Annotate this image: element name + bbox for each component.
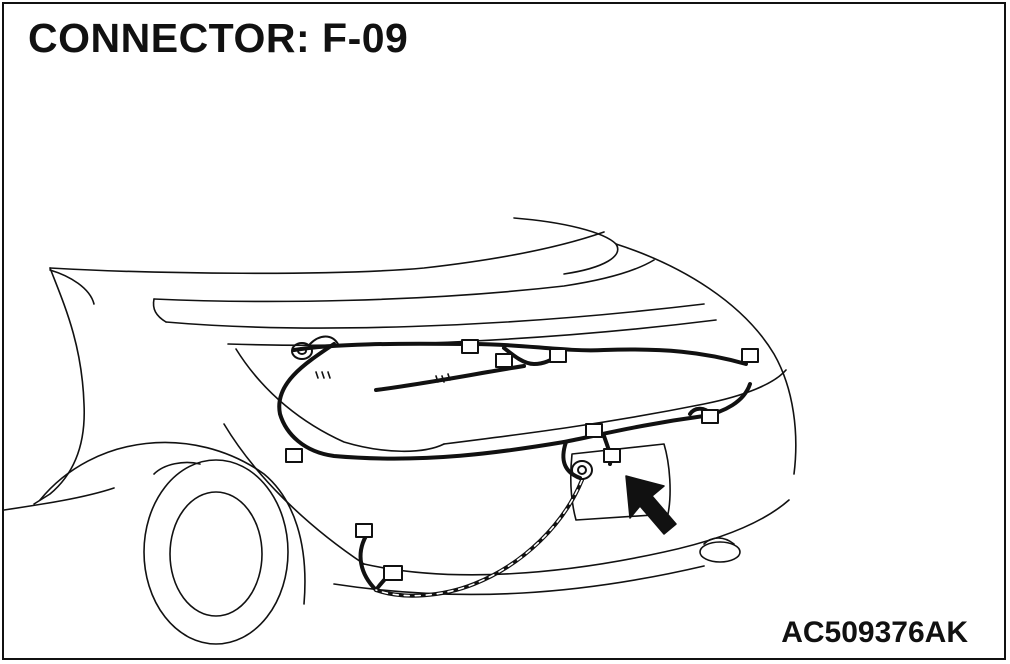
connector — [741, 348, 759, 363]
connector — [603, 448, 621, 463]
car-rear-illustration — [4, 217, 797, 645]
connector — [355, 523, 373, 538]
car-body-outline — [4, 217, 797, 645]
grommet — [291, 335, 593, 480]
connector — [495, 353, 513, 368]
diagram-title: CONNECTOR: F-09 — [28, 15, 409, 61]
connector — [585, 423, 603, 438]
wiring-harness — [277, 341, 752, 598]
connector — [461, 339, 479, 354]
figure-code: AC509376AK — [781, 616, 968, 649]
connectors — [285, 339, 759, 581]
connector — [383, 565, 403, 581]
harness-clips — [315, 371, 451, 383]
wiring-harness-dashed — [375, 479, 583, 597]
connector — [285, 448, 303, 463]
arrow-icon — [625, 475, 677, 535]
connector — [701, 409, 719, 424]
connector — [549, 348, 567, 363]
